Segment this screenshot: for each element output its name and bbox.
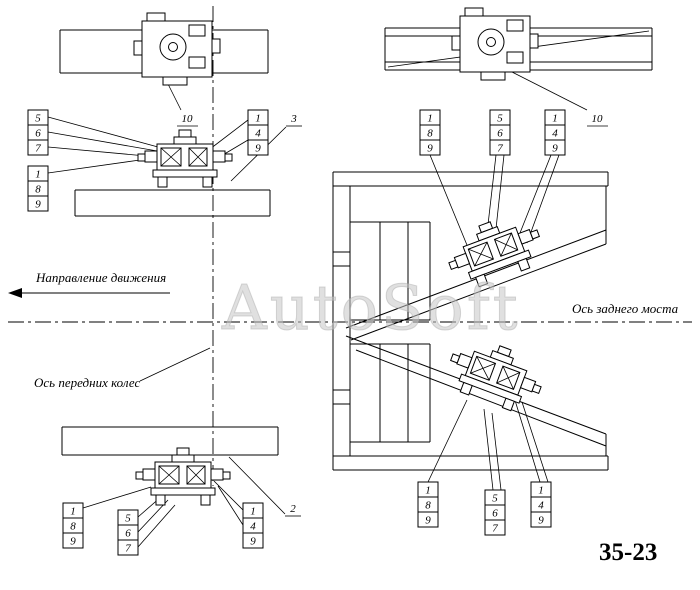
callout-box	[242, 532, 264, 549]
brake-valve-top-view	[451, 7, 539, 81]
callout-stack: 5 6 7	[489, 109, 511, 156]
callout-number: 9	[35, 199, 41, 211]
callout-stack: 5 6 7	[27, 109, 49, 156]
callout-number: 1	[552, 113, 558, 125]
leader-lines-bottom	[427, 396, 549, 491]
callout-stack: 1 8 9	[417, 481, 439, 528]
callout-number: 1	[35, 169, 41, 181]
callout-box	[247, 139, 269, 156]
brake-valve-side-view	[137, 129, 233, 188]
callout-number: 3	[290, 113, 297, 125]
callout-number: 8	[70, 521, 76, 533]
callout-stack: 1 8 9	[27, 165, 49, 212]
watermark: AutoSoft	[221, 271, 521, 344]
callout-number: 9	[255, 143, 261, 155]
figure-number: 35-23	[599, 539, 657, 566]
brake-valve-side-view	[135, 447, 231, 506]
front-wheels-label: Ось передних колес	[34, 375, 140, 390]
callout-box	[484, 519, 506, 536]
callout-number: 4	[552, 128, 558, 140]
callout-number: 5	[125, 513, 131, 525]
callout-box	[117, 539, 139, 556]
mid-left-assembly: 5 6 7 1 8 9 1 4 9 3	[27, 109, 302, 217]
callout-number: 9	[70, 536, 76, 548]
callout-number: 5	[497, 113, 503, 125]
callout-number: 5	[492, 493, 498, 505]
direction-arrow-head	[8, 288, 22, 298]
callout-stack: 1 4 9	[247, 109, 269, 156]
leader-lines	[47, 116, 287, 182]
brake-valve-top-view	[133, 12, 221, 86]
callout-number: 6	[492, 508, 498, 520]
leader-line	[167, 83, 182, 111]
callout-stack: 1 4 9	[530, 481, 552, 528]
callout-number: 5	[35, 113, 41, 125]
callout-number: 7	[35, 143, 41, 155]
callout-number: 6	[497, 128, 503, 140]
callout-box	[489, 139, 511, 156]
leader-lines	[82, 456, 286, 548]
leader-line	[511, 71, 588, 111]
callout-number: 4	[255, 128, 261, 140]
callout-number: 6	[125, 528, 131, 540]
callout-box	[27, 139, 49, 156]
callout-number: 7	[492, 523, 498, 535]
callout-stack: 5 6 7	[484, 489, 506, 536]
right-frame-assembly: 1 8 9 5 6 7 1 4 9 1 8 9	[332, 109, 609, 536]
crossmember-bottom	[350, 343, 431, 443]
callout-number: 9	[538, 515, 544, 527]
callout-number: 4	[250, 521, 256, 533]
callout-number: 1	[70, 506, 76, 518]
callout-stack: 1 4 9	[544, 109, 566, 156]
callout-number: 10	[182, 113, 194, 125]
callout-number: 8	[35, 184, 41, 196]
callout-number: 7	[125, 543, 131, 555]
callout-box	[417, 511, 439, 528]
callout-box	[27, 195, 49, 212]
callout-number: 1	[538, 485, 544, 497]
leader-lines-top	[429, 154, 560, 251]
callout-stack: 5 6 7	[117, 509, 139, 556]
front-wheels-label-leader	[139, 347, 211, 382]
callout-box	[419, 139, 441, 156]
rail	[74, 189, 271, 217]
crossmember-top	[350, 221, 431, 321]
callout-number: 9	[427, 143, 433, 155]
callout-number: 1	[250, 506, 256, 518]
annotations: Направление движения Ось заднего моста О…	[8, 270, 679, 390]
callout-number: 1	[427, 113, 433, 125]
top-right-assembly: 10	[384, 7, 653, 127]
callout-number: 9	[425, 515, 431, 527]
callout-number: 2	[290, 503, 296, 515]
callout-stack: 1 8 9	[419, 109, 441, 156]
callout-number: 1	[255, 113, 261, 125]
callout-number: 1	[425, 485, 431, 497]
axis-lines	[8, 6, 692, 486]
callout-box	[544, 139, 566, 156]
top-left-assembly: 10	[59, 12, 269, 127]
rear-axle-label: Ось заднего моста	[572, 301, 679, 316]
callout-number: 8	[425, 500, 431, 512]
callout-number: 7	[497, 143, 503, 155]
callout-number: 9	[250, 536, 256, 548]
callout-stack: 1 8 9	[62, 502, 84, 549]
valve-shape	[441, 330, 551, 419]
callout-box	[62, 532, 84, 549]
frame-rail-bottom	[332, 455, 609, 471]
callout-number: 8	[427, 128, 433, 140]
callout-number: 4	[538, 500, 544, 512]
bottom-left-assembly: 1 8 9 5 6 7 1 4 9 2	[61, 426, 301, 556]
callout-number: 6	[35, 128, 41, 140]
callout-stack: 1 4 9	[242, 502, 264, 549]
brake-valve-side-view	[441, 330, 551, 419]
callout-number: 9	[552, 143, 558, 155]
frame-web	[332, 186, 351, 456]
direction-label: Направление движения	[35, 270, 166, 285]
frame-rail-top	[332, 171, 609, 187]
callout-number: 10	[592, 113, 604, 125]
callout-box	[530, 511, 552, 528]
rail	[61, 426, 279, 456]
